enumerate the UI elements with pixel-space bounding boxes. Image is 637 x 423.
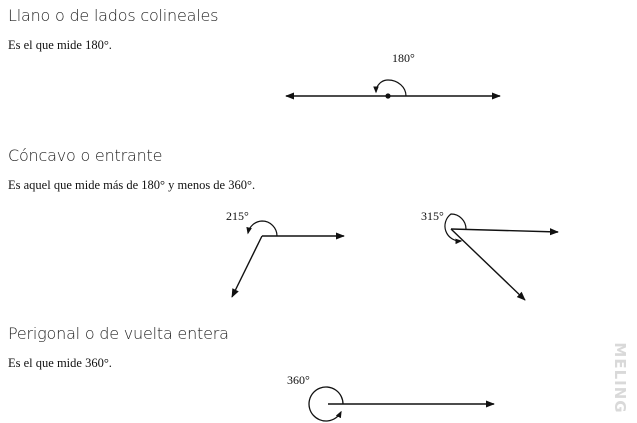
ray-upper bbox=[450, 228, 559, 236]
angle-label-360: 360° bbox=[287, 373, 310, 387]
watermark-text: MELING bbox=[611, 342, 629, 414]
section-title-llano: Llano o de lados colineales bbox=[8, 6, 219, 25]
figure-concave-angle-215: 215° bbox=[226, 209, 345, 298]
angle-arc bbox=[373, 79, 407, 97]
angle-arc-full bbox=[308, 386, 344, 422]
angle-arc bbox=[444, 213, 467, 245]
angle-arc bbox=[246, 220, 278, 237]
figure-full-angle: 360° bbox=[287, 373, 495, 422]
section-description-concavo: Es aquel que mide más de 180° y menos de… bbox=[8, 178, 256, 192]
section-title-perigonal: Perigonal o de vuelta entera bbox=[8, 324, 229, 343]
section-description-llano: Es el que mide 180°. bbox=[8, 38, 112, 52]
ray-diagonal bbox=[231, 235, 263, 298]
ray-lower bbox=[450, 228, 526, 301]
angle-label-180: 180° bbox=[392, 51, 415, 65]
section-description-perigonal: Es el que mide 360°. bbox=[8, 356, 112, 370]
angle-label-215: 215° bbox=[226, 209, 249, 223]
section-title-concavo: Cóncavo o entrante bbox=[8, 146, 163, 165]
vertex-point bbox=[385, 93, 391, 99]
angle-label-315: 315° bbox=[421, 209, 444, 223]
watermark-logo: MELING bbox=[609, 338, 631, 418]
figure-concave-angle-315: 315° bbox=[421, 209, 559, 301]
figure-straight-angle: 180° bbox=[285, 51, 501, 100]
